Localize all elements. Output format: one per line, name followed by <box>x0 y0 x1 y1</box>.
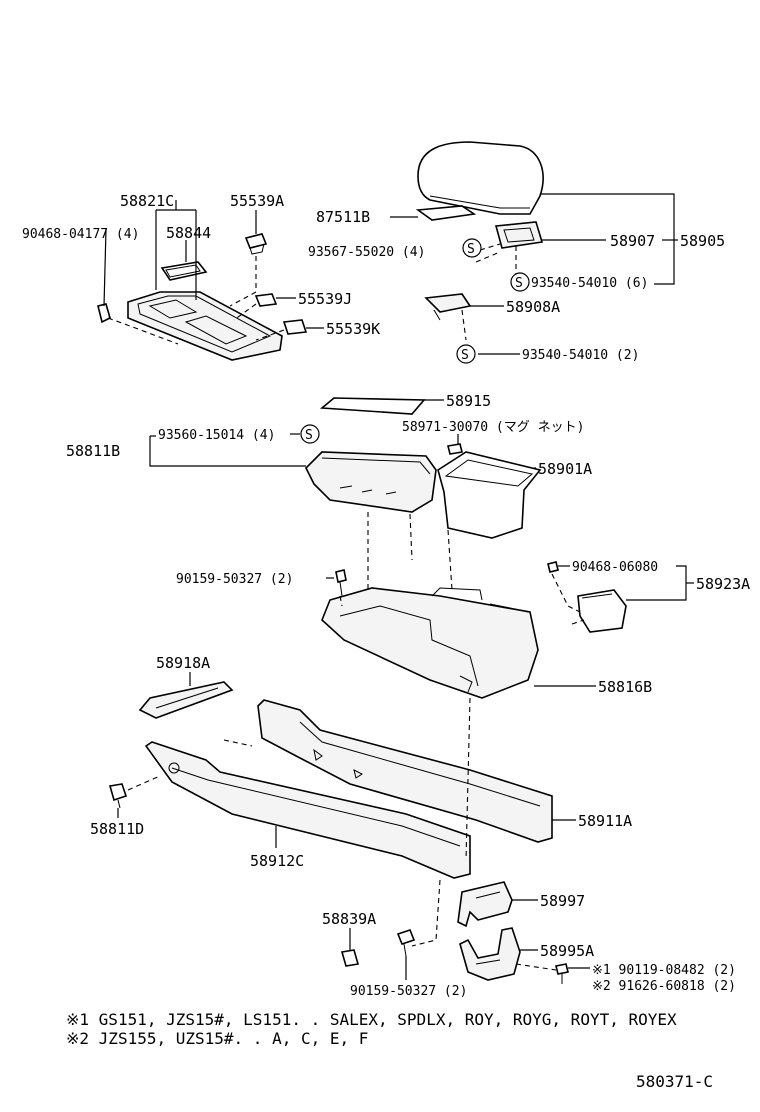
label-58839A: 58839A <box>322 910 376 928</box>
label-58844: 58844 <box>166 224 211 242</box>
note-line-1: ※1 GS151, JZS15#, LS151. . SALEX, SPDLX,… <box>66 1010 677 1029</box>
label-58816B: 58816B <box>598 678 652 696</box>
label-58971-30070: 58971-30070 (マグ ネット) <box>402 420 584 435</box>
label-58923A: 58923A <box>696 575 750 593</box>
label-58995A: 58995A <box>540 942 594 960</box>
console-body-58816B <box>321 561 627 699</box>
label-58911A: 58911A <box>578 812 632 830</box>
label-55539A: 55539A <box>230 192 284 210</box>
clip-58811D <box>108 783 128 809</box>
screw-90119 <box>555 963 569 984</box>
label-93540-54010-6: 93540-54010 (6) <box>531 276 648 291</box>
side-panel-58911A <box>257 699 553 843</box>
s-marker-4: S <box>300 424 320 444</box>
label-58918A: 58918A <box>156 654 210 672</box>
label-58997: 58997 <box>540 892 585 910</box>
armrest-assembly <box>415 141 544 321</box>
s-marker-2: S <box>510 272 530 292</box>
switch-55539J <box>254 293 278 307</box>
label-93567-55020: 93567-55020 (4) <box>308 245 425 260</box>
figure-number: 580371-C <box>636 1072 714 1091</box>
knob-55539A <box>244 233 268 255</box>
model-notes: ※1 GS151, JZS15#, LS151. . SALEX, SPDLX,… <box>66 1010 677 1048</box>
label-58915: 58915 <box>446 392 491 410</box>
label-93540-54010-2: 93540-54010 (2) <box>522 348 639 363</box>
label-55539K: 55539K <box>326 320 380 338</box>
side-panel-58912C <box>144 741 471 879</box>
note-line-2: ※2 JZS155, UZS15#. . A, C, E, F <box>66 1029 369 1048</box>
label-58908A: 58908A <box>506 298 560 316</box>
svg-text:S: S <box>467 242 475 257</box>
label-90159-50327-top: 90159-50327 (2) <box>176 572 293 587</box>
bolt-90159-bottom <box>396 929 416 957</box>
svg-text:S: S <box>305 428 313 443</box>
svg-text:S: S <box>515 276 523 291</box>
switch-55539K <box>282 319 308 335</box>
label-93560-15014: 93560-15014 (4) <box>158 428 275 443</box>
switch-base-58918A <box>138 681 234 719</box>
label-87511B: 87511B <box>316 208 370 226</box>
svg-text:S: S <box>461 348 469 363</box>
label-55539J: 55539J <box>298 290 352 308</box>
shift-panel-assembly <box>97 261 283 361</box>
label-90468-04177: 90468-04177 (4) <box>22 227 139 242</box>
label-90119-08482: ※1 90119-08482 (2) <box>592 963 736 978</box>
label-91626-60818: ※2 91626-60818 (2) <box>592 979 736 994</box>
label-90159-50327-bottom: 90159-50327 (2) <box>350 984 467 999</box>
cap-58839A <box>340 949 360 967</box>
bolt-90159-top <box>335 569 347 597</box>
label-58907: 58907 <box>610 232 655 250</box>
label-58821C: 58821C <box>120 192 174 210</box>
console-box-assembly <box>305 397 542 539</box>
label-58905: 58905 <box>680 232 725 250</box>
label-58912C: 58912C <box>250 852 304 870</box>
bracket-58997 <box>457 881 513 928</box>
s-marker-1: S <box>462 238 482 258</box>
label-58811B: 58811B <box>66 442 120 460</box>
label-90468-06080: 90468-06080 <box>572 560 658 575</box>
s-marker-3: S <box>456 344 476 364</box>
bracket-58995A <box>459 927 521 981</box>
label-58811D: 58811D <box>90 820 144 838</box>
label-58901A: 58901A <box>538 460 592 478</box>
